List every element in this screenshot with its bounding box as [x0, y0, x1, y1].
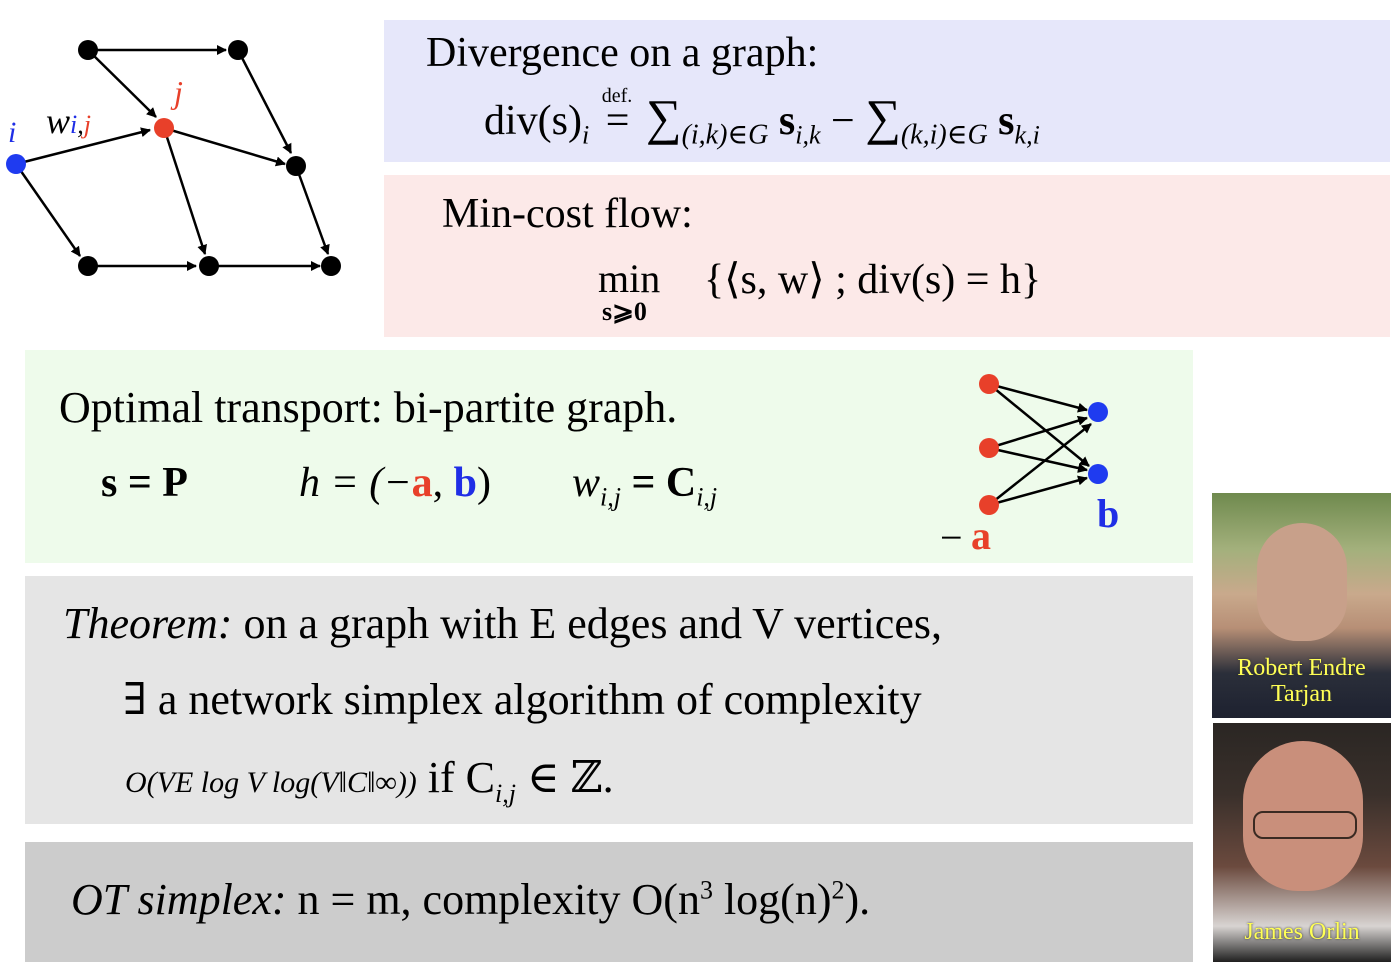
min-cost-flow-title: Min-cost flow:: [442, 191, 693, 237]
defeq-sign: =: [605, 98, 630, 144]
glasses: [1253, 811, 1357, 839]
portrait-tarjan: Robert Endre Tarjan: [1212, 493, 1391, 718]
optimal-transport-equations: s = P h = (−a, b) wi,j = Ci,j: [101, 460, 717, 510]
theorem-condition-end: ∈ ℤ.: [515, 753, 614, 802]
caption-tarjan: Robert Endre Tarjan: [1212, 655, 1391, 708]
sum-1-sub: (i,k)∈G: [681, 119, 769, 151]
weight-sub-i: i: [70, 110, 78, 139]
min-operator: min: [598, 256, 661, 301]
graph-nodes: [6, 40, 341, 276]
theorem-label: Theorem:: [63, 599, 233, 648]
eq-h-post: ): [476, 460, 491, 506]
min-constraint: s⩾0: [602, 297, 647, 326]
div-lhs-sub: i: [582, 120, 590, 150]
theorem-box: Theorem: on a graph with E edges and V v…: [25, 576, 1193, 824]
node-j-label: j: [174, 74, 183, 110]
theorem-condition: if C: [416, 753, 496, 802]
caption-orlin: James Orlin: [1213, 919, 1391, 945]
ot-simplex-line: OT simplex: n = m, complexity O(n3 log(n…: [71, 875, 871, 924]
weight-sub-comma: ,: [77, 110, 84, 139]
weight-w: w: [46, 101, 71, 141]
directed-graph-figure: [6, 40, 341, 276]
term-1: s: [778, 98, 796, 144]
sum-2: ∑: [865, 89, 901, 145]
bipartite-graph-figure: [979, 374, 1108, 515]
eq-h-a: a: [411, 460, 433, 506]
ot-simplex-text-2: log(n): [712, 875, 832, 924]
divergence-formula: div(s)i def. = ∑(i,k)∈G si,k − ∑(k,i)∈G …: [484, 86, 1040, 149]
eq-c-sub: i,j: [696, 482, 718, 512]
target-label-b: b: [1097, 491, 1120, 536]
min-cost-flow-objective: {⟨s, w⟩ ; div(s) = h}: [704, 257, 1042, 303]
eq-s-equals-p: s = P: [101, 460, 188, 506]
minus-sign: −: [831, 98, 855, 144]
ot-simplex-sup-1: 3: [699, 875, 713, 905]
term-2-sub: k,i: [1014, 120, 1040, 150]
weight-sub-j: j: [83, 110, 91, 139]
optimal-transport-box: Optimal transport: bi-partite graph. s =…: [25, 350, 1193, 563]
eq-w: w: [571, 460, 600, 506]
caption-orlin-line-1: James Orlin: [1244, 919, 1360, 945]
eq-h-prefix: h = (−: [298, 460, 412, 506]
ot-simplex-sup-2: 2: [831, 875, 845, 905]
ot-simplex-text-3: ).: [844, 875, 871, 924]
divergence-title: Divergence on a graph:: [426, 30, 819, 76]
node-i-label: i: [8, 116, 17, 149]
edge-weight-label: wi,j: [46, 103, 91, 139]
theorem-line-1-text: on a graph with E edges and V vertices,: [232, 599, 942, 648]
sum-1: ∑: [645, 89, 682, 145]
optimal-transport-title: Optimal transport: bi-partite graph.: [59, 383, 678, 432]
theorem-condition-sub: i,j: [495, 778, 516, 808]
face-shape: [1257, 523, 1347, 641]
theorem-line-3: O(VE log V log(V‖C‖∞)) if Ci,j ∈ ℤ.: [125, 753, 614, 807]
portrait-orlin: James Orlin: [1213, 723, 1391, 962]
caption-tarjan-line-1: Robert Endre: [1237, 655, 1366, 681]
eq-c: = C: [620, 460, 697, 506]
sum-2-sub: (k,i)∈G: [900, 119, 988, 151]
ot-simplex-label: OT simplex:: [71, 875, 287, 924]
term-2: s: [998, 98, 1015, 144]
divergence-definition-box: Divergence on a graph: div(s)i def. = ∑(…: [384, 20, 1390, 162]
caption-tarjan-line-2: Tarjan: [1271, 681, 1332, 708]
source-minus: −: [940, 515, 963, 560]
source-label-a: a: [971, 513, 991, 558]
ot-simplex-text: n = m, complexity O(n: [286, 875, 700, 924]
div-lhs: div(s): [484, 98, 582, 144]
term-1-sub: i,k: [795, 120, 821, 150]
eq-h-mid: ,: [432, 460, 454, 506]
eq-w-sub: i,j: [599, 482, 621, 512]
eq-h-b: b: [453, 460, 477, 506]
face-shape: [1243, 741, 1363, 891]
theorem-line-1: Theorem: on a graph with E edges and V v…: [63, 602, 942, 646]
complexity-bound: O(VE log V log(V‖C‖∞)): [125, 766, 417, 799]
min-cost-flow-box: Min-cost flow: min s⩾0 {⟨s, w⟩ ; div(s) …: [384, 175, 1390, 337]
ot-simplex-box: OT simplex: n = m, complexity O(n3 log(n…: [25, 842, 1193, 962]
theorem-line-2: ∃ a network simplex algorithm of complex…: [123, 675, 922, 724]
defeq-label: def.: [601, 85, 633, 107]
